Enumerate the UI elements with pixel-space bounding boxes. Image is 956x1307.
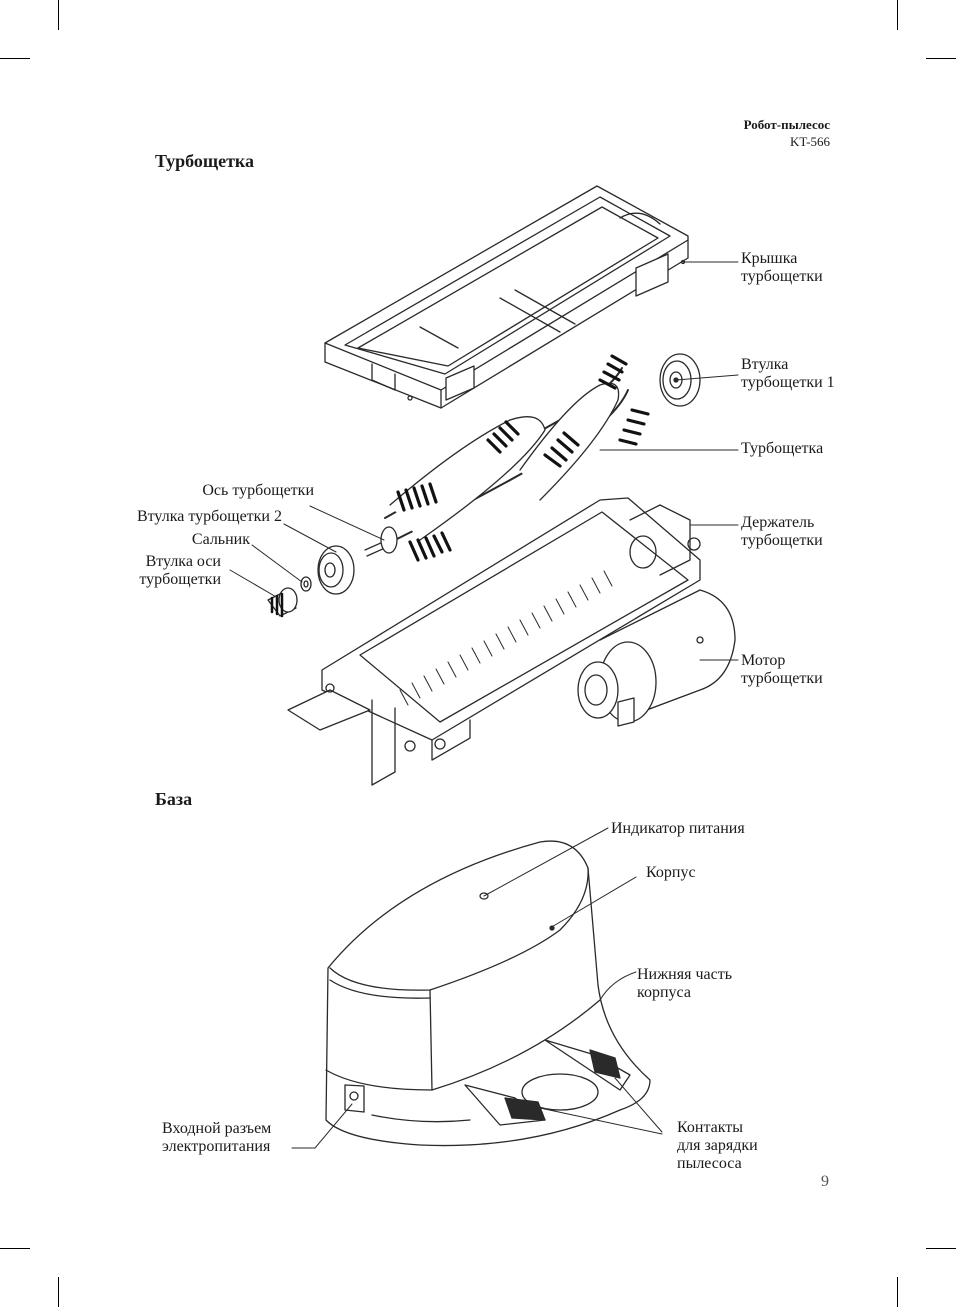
label-bushing-2: Втулка турбощетки 2 <box>136 508 282 525</box>
label-brush-roller: Турбощетка <box>741 440 824 457</box>
crop-mark-top-right-v <box>897 0 898 30</box>
label-axle: Ось турбощетки <box>202 482 314 499</box>
turbobrush-motor-drawing <box>578 590 735 726</box>
label-housing: Корпус <box>646 864 696 881</box>
leader-lines <box>230 262 738 1148</box>
brush-roller-drawing <box>365 356 648 560</box>
base-drawing <box>326 841 650 1146</box>
crop-mark-top-left-v <box>58 0 59 30</box>
page-number: 9 <box>821 1173 829 1190</box>
turbobrush-cover-drawing <box>325 186 688 408</box>
crop-mark-bottom-right-v <box>897 1277 898 1307</box>
crop-mark-top-left-h <box>0 58 30 59</box>
label-seal: Сальник <box>191 531 250 548</box>
axle-bushing-drawing <box>268 588 297 616</box>
crop-mark-bottom-left-h <box>0 1248 30 1249</box>
label-power-indicator: Индикатор питания <box>611 820 745 837</box>
section-title-base: База <box>155 789 193 809</box>
seal-drawing <box>301 577 311 591</box>
header-product-title: Робот-пылесос <box>743 117 830 132</box>
brush-holder-drawing <box>288 498 700 785</box>
crop-mark-bottom-right-h <box>926 1248 956 1249</box>
crop-mark-top-right-h <box>926 58 956 59</box>
header-model: KT-566 <box>790 134 830 149</box>
bushing-2-drawing <box>318 546 354 594</box>
section-title-turbobrush: Турбощетка <box>155 151 255 171</box>
crop-mark-bottom-left-v <box>58 1277 59 1307</box>
